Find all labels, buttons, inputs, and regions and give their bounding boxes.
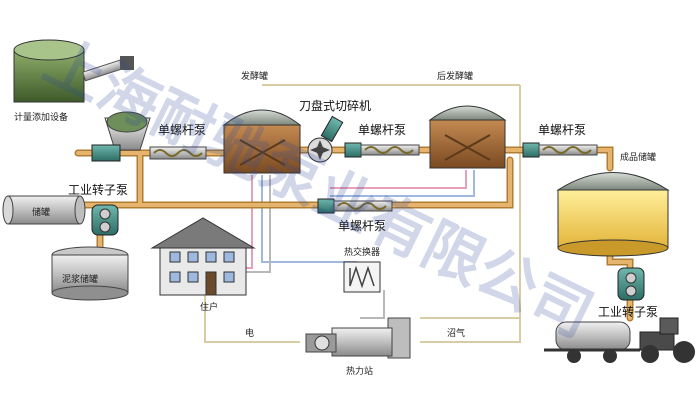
label-dosing-device: 计量添加设备 [14,111,68,123]
label-rotor-pump-2: 工业转子泵 [598,304,658,319]
dosing-device [13,39,134,103]
label-fermenter: 发酵罐 [241,70,268,82]
heat-exchanger-shape [343,261,381,293]
screw-pump-4-shape [522,142,598,158]
label-screw-pump-4: 单螺杆泵 [538,123,586,137]
label-screw-pump-1: 单螺杆泵 [158,123,206,137]
screw-pump-1-shape [91,144,207,162]
post-fermenter-tank [428,105,507,169]
rotor-pump-1-shape [91,204,119,236]
fermenter-tank [222,109,302,174]
heating-station-shape [305,317,411,359]
labels: 计量添加设备 发酵罐 后发酵罐 刀盘式切碎机 单螺杆泵 单螺杆泵 单螺杆泵 单螺… [14,70,658,377]
screw-pump-2-shape [344,142,420,158]
feed-hopper [104,111,151,151]
product-tank [556,172,670,257]
storage-tank-shape [2,195,86,225]
label-sludge-tank: 泥浆储罐 [62,273,98,285]
label-heat-exchanger: 热交换器 [344,246,380,258]
label-electricity: 电 [245,327,254,339]
label-storage-tank: 储罐 [32,206,50,218]
label-screw-pump-3: 单螺杆泵 [338,219,386,233]
label-post-fermenter: 后发酵罐 [437,70,473,82]
tanker-tractor [544,317,695,363]
label-biogas: 沼气 [447,327,465,339]
screw-pump-3-shape [317,198,393,214]
label-product-tank: 成品储罐 [620,151,656,163]
residence-house [150,217,256,296]
label-screw-pump-2: 单螺杆泵 [358,123,406,137]
sludge-tank-shape [51,246,129,301]
rotor-pump-2-shape [617,267,645,301]
label-knife-crusher: 刀盘式切碎机 [299,98,371,113]
label-heating-station: 热力站 [346,365,373,377]
label-rotor-pump-1: 工业转子泵 [68,182,128,197]
knife-crusher-shape [307,115,344,163]
label-residence: 住户 [200,301,218,313]
